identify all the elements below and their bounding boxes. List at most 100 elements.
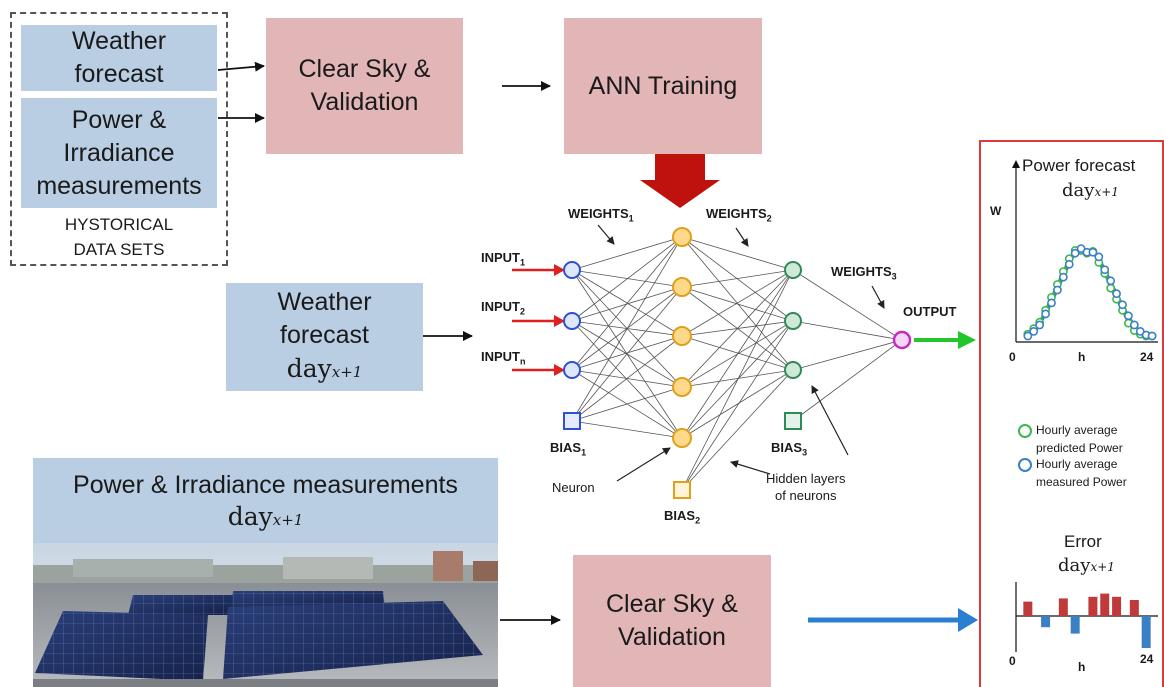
weight-line xyxy=(681,236,794,322)
hidden-pointer-2 xyxy=(811,385,849,456)
forecast-y-label: W xyxy=(990,204,1002,218)
forecast-y-axis-head xyxy=(1012,160,1020,168)
error-day-label: dayx+1 xyxy=(1058,555,1115,576)
weight-line xyxy=(681,269,794,288)
error-x-max: 24 xyxy=(1140,652,1154,666)
bias3-text: BIAS xyxy=(771,440,803,455)
weight-line xyxy=(681,236,794,271)
solar-panels-photo xyxy=(33,543,498,687)
forecast-title: Power forecast xyxy=(1022,156,1136,175)
legend-measured-line1: Hourly average xyxy=(1036,457,1118,471)
weight-line xyxy=(792,320,903,341)
forecast-x-label: h xyxy=(1078,350,1086,364)
bias-line xyxy=(571,420,683,439)
input1-label: INPUT1 xyxy=(481,250,525,268)
weights1-label: WEIGHTS1 xyxy=(568,206,634,224)
error-bar xyxy=(1041,616,1051,628)
bias-line xyxy=(792,339,903,422)
legend-predicted-marker xyxy=(1018,424,1032,438)
weights1-text: WEIGHTS xyxy=(568,206,629,221)
error-chart xyxy=(1015,582,1158,652)
error-bar xyxy=(1129,600,1139,616)
bias-line xyxy=(571,386,683,422)
weights3-pointer xyxy=(871,285,885,309)
legend-measured-marker xyxy=(1018,458,1032,472)
error-day-subscript: x+1 xyxy=(1090,560,1115,574)
input1-sub: 1 xyxy=(520,257,526,268)
weight-line xyxy=(792,339,903,371)
bias3-label: BIAS3 xyxy=(771,440,807,458)
power-irradiance-box: Power & Irradiance measurements xyxy=(21,98,217,208)
error-bar xyxy=(1112,596,1122,616)
forecast-point xyxy=(1070,248,1080,258)
hidden-neuron xyxy=(672,227,692,247)
weight-line xyxy=(571,236,683,271)
weight-line xyxy=(571,236,683,371)
error-bar xyxy=(1088,596,1098,616)
weights3-sub: 3 xyxy=(891,271,897,282)
inputn-arrow-head xyxy=(554,364,565,376)
forecast-day-label: dayx+1 xyxy=(1062,180,1119,201)
measurements-title: Power & Irradiance measurements xyxy=(73,470,458,499)
weights2-sub: 2 xyxy=(766,213,772,224)
error-title: Error xyxy=(1064,532,1102,551)
bias2-sub: 2 xyxy=(695,515,701,526)
legend-predicted-line2: predicted Power xyxy=(1036,441,1123,455)
weather-forecast-line2: forecast xyxy=(74,60,164,88)
hidden-neuron xyxy=(672,326,692,346)
measurements-day-subscript: x+1 xyxy=(272,510,304,529)
results-panel xyxy=(979,140,1164,687)
weights3-label: WEIGHTS3 xyxy=(831,264,897,282)
bias1-label: BIAS1 xyxy=(550,440,586,458)
power-forecast-chart xyxy=(1012,160,1158,343)
neuron-pointer xyxy=(616,447,671,482)
forecast-point xyxy=(1129,320,1139,330)
power-irradiance-line2: Irradiance xyxy=(63,138,175,167)
legend-predicted-line1: Hourly average xyxy=(1036,423,1118,437)
forecast-point xyxy=(1100,265,1110,275)
bias2-text: BIAS xyxy=(664,508,696,523)
hidden-line1: Hidden layers xyxy=(766,471,846,486)
input-neuron xyxy=(563,361,581,379)
weights3-text: WEIGHTS xyxy=(831,264,892,279)
hidden-line2: of neurons xyxy=(775,488,837,503)
weights1-sub: 1 xyxy=(628,213,634,224)
weights1-pointer xyxy=(597,224,615,245)
historical-data-group xyxy=(10,12,228,266)
legend-measured: Hourly average measured Power xyxy=(1036,455,1127,491)
forecast-point xyxy=(1124,311,1133,321)
forecast-day-base: day xyxy=(1062,180,1095,201)
bias-line xyxy=(681,369,794,491)
input-neuron xyxy=(563,312,581,330)
forecast-point xyxy=(1106,276,1116,286)
error-x-label: h xyxy=(1078,660,1086,674)
weather-forecast-day-line1: Weather xyxy=(277,287,372,316)
solar-panel-row-left xyxy=(35,611,208,681)
measurements-title-box: Power & Irradiance measurements dayx+1 xyxy=(33,458,498,546)
clear-sky-top-line2: Validation xyxy=(310,88,419,116)
inputn-text: INPUT xyxy=(481,349,520,364)
measurements-day-base: day xyxy=(227,501,273,531)
inputn-label: INPUTn xyxy=(481,349,526,367)
error-bar xyxy=(1023,601,1033,616)
error-x-min: 0 xyxy=(1009,654,1016,668)
clear-sky-validation-top: Clear Sky & Validation xyxy=(266,18,463,154)
input2-arrow-head xyxy=(554,315,565,327)
forecast-point xyxy=(1041,309,1050,319)
bias3-sub: 3 xyxy=(802,447,808,458)
forecast-point xyxy=(1088,247,1098,257)
bias1-sub: 1 xyxy=(581,447,587,458)
weights2-pointer xyxy=(735,227,749,247)
forecast-x-max: 24 xyxy=(1140,350,1154,364)
network-connections xyxy=(571,236,903,491)
solar-panel-row-back xyxy=(128,591,385,615)
historical-line1: HYSTORICAL xyxy=(64,215,174,234)
forecast-point xyxy=(1029,326,1039,336)
solar-panel-row-right xyxy=(223,601,483,679)
hidden-neuron xyxy=(784,312,802,330)
forecast-x-min: 0 xyxy=(1009,350,1016,364)
clear-sky-validation-bottom: Clear Sky & Validation xyxy=(573,555,771,687)
forecast-point xyxy=(1023,331,1033,341)
historical-label: HYSTORICAL DATA SETS xyxy=(21,210,217,264)
